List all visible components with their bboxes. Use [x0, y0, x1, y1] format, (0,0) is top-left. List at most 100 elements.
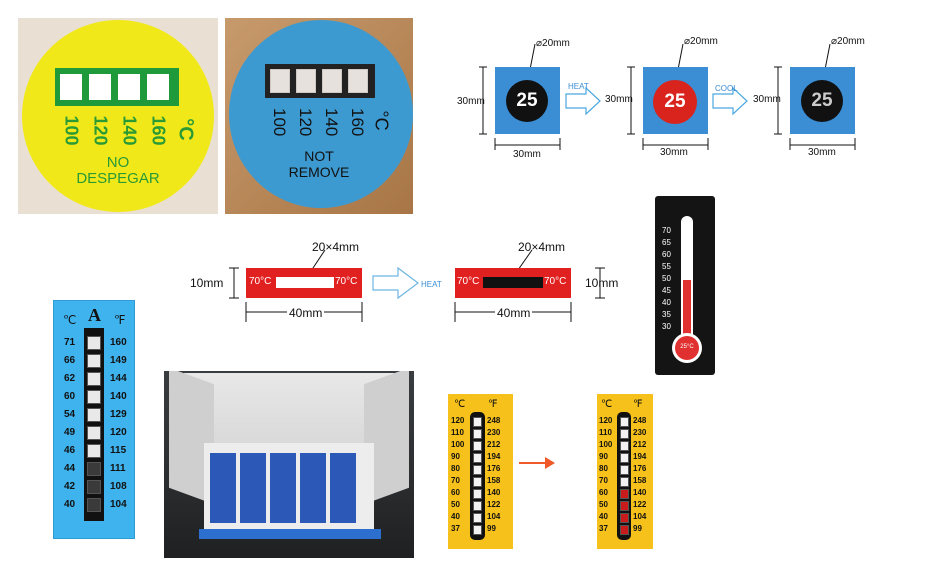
indicator-square	[296, 69, 316, 93]
celsius-value: 50	[451, 500, 460, 509]
dot-diagram-dimension-lines	[479, 43, 856, 150]
package-back	[184, 373, 394, 448]
indicator-cell	[473, 501, 482, 511]
celsius-value: 70	[599, 476, 608, 485]
heat-label: HEAT	[421, 280, 442, 289]
thermometer-label: 25°C 70 65 60 55 50 45 40 35 30	[655, 196, 715, 375]
indicator-cell	[87, 480, 101, 494]
thermo-tick: 70	[662, 226, 671, 235]
indicator-cell	[620, 465, 629, 475]
celsius-value: 90	[599, 452, 608, 461]
indicator-cell	[87, 336, 101, 350]
celsius-value: 46	[64, 445, 76, 456]
width-label: 40mm	[287, 306, 325, 320]
indicator-cell	[87, 498, 101, 512]
fahrenheit-value: 194	[487, 452, 501, 461]
width-label: 30mm	[513, 149, 541, 160]
thermo-tick: 60	[662, 250, 671, 259]
sticker-photo-not-remove: 100 120 140 160 °C NOT REMOVE	[225, 18, 413, 214]
indicator-cell	[87, 372, 101, 386]
fahrenheit-value: 176	[487, 464, 501, 473]
fahrenheit-value: 158	[633, 476, 647, 485]
fahrenheit-header: ℉	[488, 399, 498, 410]
indicator-cell	[620, 441, 629, 451]
thermometer-bulb-fill	[675, 336, 699, 360]
temp-label: 160	[348, 108, 367, 137]
temp-label: 160	[148, 115, 169, 146]
fahrenheit-value: 160	[110, 337, 127, 348]
celsius-value: 110	[599, 428, 612, 437]
strip-card	[270, 453, 296, 523]
fahrenheit-value: 158	[487, 476, 501, 485]
indicator-cell	[620, 513, 629, 523]
unit-label: °C	[371, 110, 392, 131]
celsius-value: 70	[451, 476, 460, 485]
indicator-cell	[87, 444, 101, 458]
celsius-value: 71	[64, 337, 76, 348]
indicator-cell	[473, 417, 482, 427]
fahrenheit-value: 248	[633, 416, 647, 425]
fahrenheit-value: 212	[487, 440, 501, 449]
diameter-label: ⌀20mm	[831, 36, 865, 47]
indicator-square	[118, 74, 140, 100]
fahrenheit-value: 104	[110, 499, 127, 510]
window-size-label: 20×4mm	[312, 240, 360, 254]
celsius-value: 40	[451, 512, 460, 521]
indicator-cell	[87, 408, 101, 422]
temp-label: 120	[296, 108, 315, 137]
celsius-value: 62	[64, 373, 76, 384]
fahrenheit-value: 194	[633, 452, 647, 461]
indicator-square	[147, 74, 169, 100]
indicator-cell	[87, 426, 101, 440]
celsius-value: 120	[599, 416, 613, 425]
indicator-square	[89, 74, 111, 100]
temp-label: 100	[270, 108, 289, 137]
indicator-cell	[87, 354, 101, 368]
temp-label: 120	[90, 115, 111, 146]
celsius-value: 66	[64, 355, 76, 366]
dot-black	[801, 80, 843, 122]
yellow-disc	[22, 20, 214, 212]
temp-label: 140	[119, 115, 140, 146]
strip-card	[210, 453, 236, 523]
strip-temp-left: 70°C	[249, 276, 272, 287]
celsius-value: 90	[451, 452, 460, 461]
indicator-cell	[87, 390, 101, 404]
celsius-value: 100	[451, 440, 465, 449]
celsius-value: 42	[64, 481, 76, 492]
fahrenheit-value: 104	[487, 512, 501, 521]
fahrenheit-value: 108	[110, 481, 127, 492]
indicator-square	[60, 74, 82, 100]
fahrenheit-value: 176	[633, 464, 647, 473]
thermo-tick: 50	[662, 274, 671, 283]
fahrenheit-value: 120	[110, 427, 127, 438]
fahrenheit-value: 140	[633, 488, 647, 497]
celsius-header: ℃	[63, 313, 77, 327]
fahrenheit-value: 129	[110, 409, 127, 420]
celsius-value: 40	[64, 499, 76, 510]
indicator-cell	[620, 525, 629, 535]
heat-label: HEAT	[568, 82, 589, 91]
sticker-text-line1: NOT	[304, 148, 334, 164]
celsius-value: 54	[64, 409, 76, 420]
celsius-value: 60	[599, 488, 608, 497]
thermo-tick: 65	[662, 238, 671, 247]
fahrenheit-value: 122	[633, 500, 647, 509]
package-base	[199, 529, 381, 539]
fahrenheit-value: 230	[487, 428, 501, 437]
indicator-cell	[620, 501, 629, 511]
dot-black	[506, 80, 548, 122]
fahrenheit-value: 99	[633, 524, 642, 533]
strip-diagram: 70°C 70°C 70°C 70°C 20×4mm 20×4mm 10mm 1…	[180, 232, 640, 327]
thermo-tick: 35	[662, 310, 671, 319]
strip-card	[300, 453, 326, 523]
strip-package-photo	[164, 371, 414, 558]
change-arrow	[519, 457, 555, 469]
indicator-cell	[620, 417, 629, 427]
celsius-header: ℃	[454, 399, 466, 410]
fahrenheit-header: ℉	[633, 399, 643, 410]
thermo-tick: 40	[662, 298, 671, 307]
indicator-cell	[473, 525, 482, 535]
